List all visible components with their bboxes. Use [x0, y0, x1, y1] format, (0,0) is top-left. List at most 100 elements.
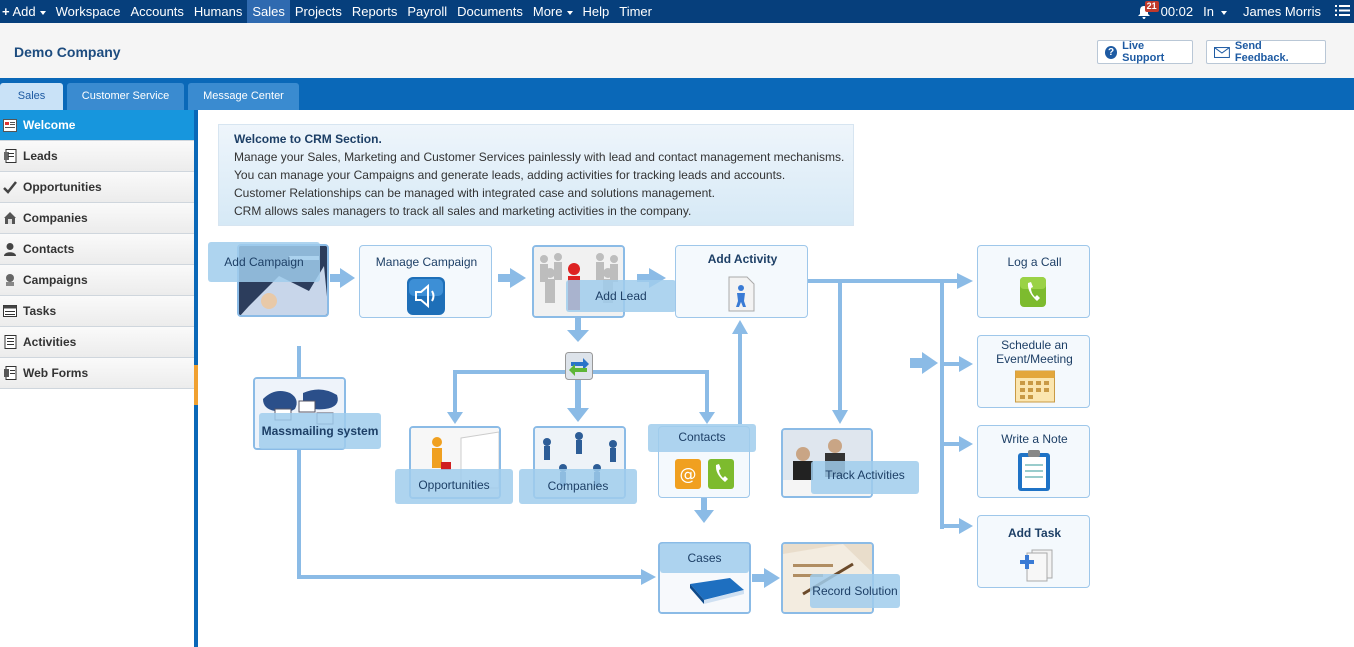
envelope-icon	[1214, 46, 1230, 58]
nav-sales[interactable]: Sales	[247, 0, 290, 23]
chevron-down-icon	[1220, 10, 1227, 15]
massmailing-label[interactable]: Massmailing system	[259, 413, 381, 449]
sidebar-item-contacts[interactable]: Contacts	[0, 234, 194, 265]
sidebar-item-label: Opportunities	[23, 180, 102, 194]
track-activities-label[interactable]: Track Activities	[811, 461, 919, 494]
status-label: In	[1203, 4, 1214, 19]
section-tabs: Sales Customer Service Message Center	[0, 78, 1354, 110]
activities-icon	[3, 335, 17, 349]
nav-add[interactable]: + Add	[0, 0, 51, 23]
intro-line: CRM allows sales managers to track all s…	[234, 204, 692, 218]
sidebar-item-label: Leads	[23, 149, 58, 163]
opportunities-label[interactable]: Opportunities	[395, 469, 513, 504]
sidebar-item-activities[interactable]: Activities	[0, 327, 194, 358]
welcome-icon	[3, 118, 17, 132]
add-activity-node[interactable]: Add Activity	[675, 245, 808, 318]
nav-accounts[interactable]: Accounts	[130, 4, 184, 19]
sidebar-item-tasks[interactable]: Tasks	[0, 296, 194, 327]
add-campaign-label[interactable]: Add Campaign	[208, 242, 320, 282]
sidebar-item-label: Activities	[23, 335, 77, 349]
sidebar-item-campaigns[interactable]: Campaigns	[0, 265, 194, 296]
topbar-right: 21 00:02 In James Morris	[1137, 0, 1354, 23]
user-menu[interactable]: James Morris	[1242, 4, 1321, 19]
add-lead-label[interactable]: Add Lead	[566, 280, 676, 312]
welcome-intro: Welcome to CRM Section. Manage your Sale…	[218, 124, 854, 226]
schedule-event-label: Schedule an Event/Meeting	[996, 338, 1073, 366]
plus-icon: +	[2, 4, 10, 19]
sidebar-item-label: Companies	[23, 211, 88, 225]
intro-line: Manage your Sales, Marketing and Custome…	[234, 150, 845, 164]
log-call-node[interactable]: Log a Call	[977, 245, 1090, 318]
schedule-event-node[interactable]: Schedule an Event/Meeting	[977, 335, 1090, 408]
tab-sales[interactable]: Sales	[0, 83, 63, 110]
nav-payroll[interactable]: Payroll	[407, 4, 448, 19]
notification-count-badge: 21	[1144, 1, 1159, 12]
clock-time: 00:02	[1160, 4, 1194, 19]
email-icon: @	[675, 459, 701, 489]
sidebar-item-label: Campaigns	[23, 273, 88, 287]
send-feedback-label: Send Feedback.	[1234, 40, 1289, 64]
record-solution-label[interactable]: Record Solution	[810, 574, 900, 608]
manage-campaign-node[interactable]: Manage Campaign	[359, 245, 492, 318]
campaign-icon	[3, 273, 17, 287]
write-note-node[interactable]: Write a Note	[977, 425, 1090, 498]
nav-workspace[interactable]: Workspace	[55, 4, 121, 19]
add-task-label: Add Task	[1007, 526, 1062, 540]
contacts-label[interactable]: Contacts	[648, 424, 756, 452]
live-support-button[interactable]: ? Live Support	[1097, 40, 1193, 64]
speaker-icon	[407, 277, 445, 315]
nav-help[interactable]: Help	[582, 4, 610, 19]
nav-more-label: More	[532, 4, 563, 19]
document-person-icon	[728, 276, 755, 312]
nav-reports[interactable]: Reports	[351, 4, 398, 19]
write-note-label: Write a Note	[1001, 432, 1068, 446]
leads-icon	[3, 149, 17, 163]
person-icon	[3, 242, 17, 256]
menu-list-icon[interactable]	[1335, 4, 1350, 20]
tab-message-center[interactable]: Message Center	[188, 83, 299, 110]
cases-label[interactable]: Cases	[660, 543, 749, 573]
nav-more[interactable]: More	[528, 0, 578, 23]
companies-label[interactable]: Companies	[519, 469, 637, 504]
add-task-icon	[1020, 549, 1053, 582]
chevron-down-icon	[39, 10, 46, 15]
notifications-button[interactable]: 21	[1137, 0, 1159, 23]
add-activity-label: Add Activity	[707, 252, 778, 266]
sidebar-item-welcome[interactable]: Welcome	[0, 110, 194, 141]
company-name: Demo Company	[14, 44, 121, 60]
web-forms-icon	[3, 366, 17, 380]
tab-customer-service[interactable]: Customer Service	[67, 83, 184, 110]
main-nav: + Add Workspace Accounts Humans Sales Pr…	[0, 0, 657, 23]
calendar-icon	[1015, 370, 1055, 403]
company-header: Demo Company ? Live Support Send Feedbac…	[0, 23, 1354, 79]
add-task-node[interactable]: Add Task	[977, 515, 1090, 588]
clipboard-icon	[1018, 450, 1050, 491]
convert-lead-icon	[565, 352, 593, 380]
tasks-icon	[3, 304, 17, 318]
sidebar-item-leads[interactable]: Leads	[0, 141, 194, 172]
nav-projects[interactable]: Projects	[294, 4, 342, 19]
sidebar-item-web-forms[interactable]: Web Forms	[0, 358, 194, 389]
sidebar-item-companies[interactable]: Companies	[0, 203, 194, 234]
phone-icon	[708, 459, 734, 489]
building-icon	[3, 211, 17, 225]
send-feedback-button[interactable]: Send Feedback.	[1206, 40, 1326, 64]
live-support-label: Live Support	[1122, 40, 1165, 64]
nav-documents[interactable]: Documents	[457, 4, 523, 19]
sidebar-item-opportunities[interactable]: Opportunities	[0, 172, 194, 203]
nav-add-label: Add	[12, 4, 36, 19]
intro-line: Customer Relationships can be managed wi…	[234, 186, 715, 200]
checkmark-icon	[3, 180, 17, 194]
help-icon: ?	[1105, 45, 1118, 59]
log-call-label: Log a Call	[1007, 255, 1062, 269]
sidebar: Welcome Leads Opportunities Companies Co…	[0, 110, 194, 647]
sidebar-item-label: Tasks	[23, 304, 57, 318]
intro-title: Welcome to CRM Section.	[234, 132, 382, 146]
phone-icon	[1020, 277, 1046, 307]
nav-humans[interactable]: Humans	[193, 4, 243, 19]
sidebar-item-label: Contacts	[23, 242, 75, 256]
splitter-handle[interactable]	[194, 365, 198, 405]
intro-line: You can manage your Campaigns and genera…	[234, 168, 786, 182]
status-dropdown[interactable]: In	[1203, 4, 1227, 19]
nav-timer[interactable]: Timer	[619, 4, 652, 19]
